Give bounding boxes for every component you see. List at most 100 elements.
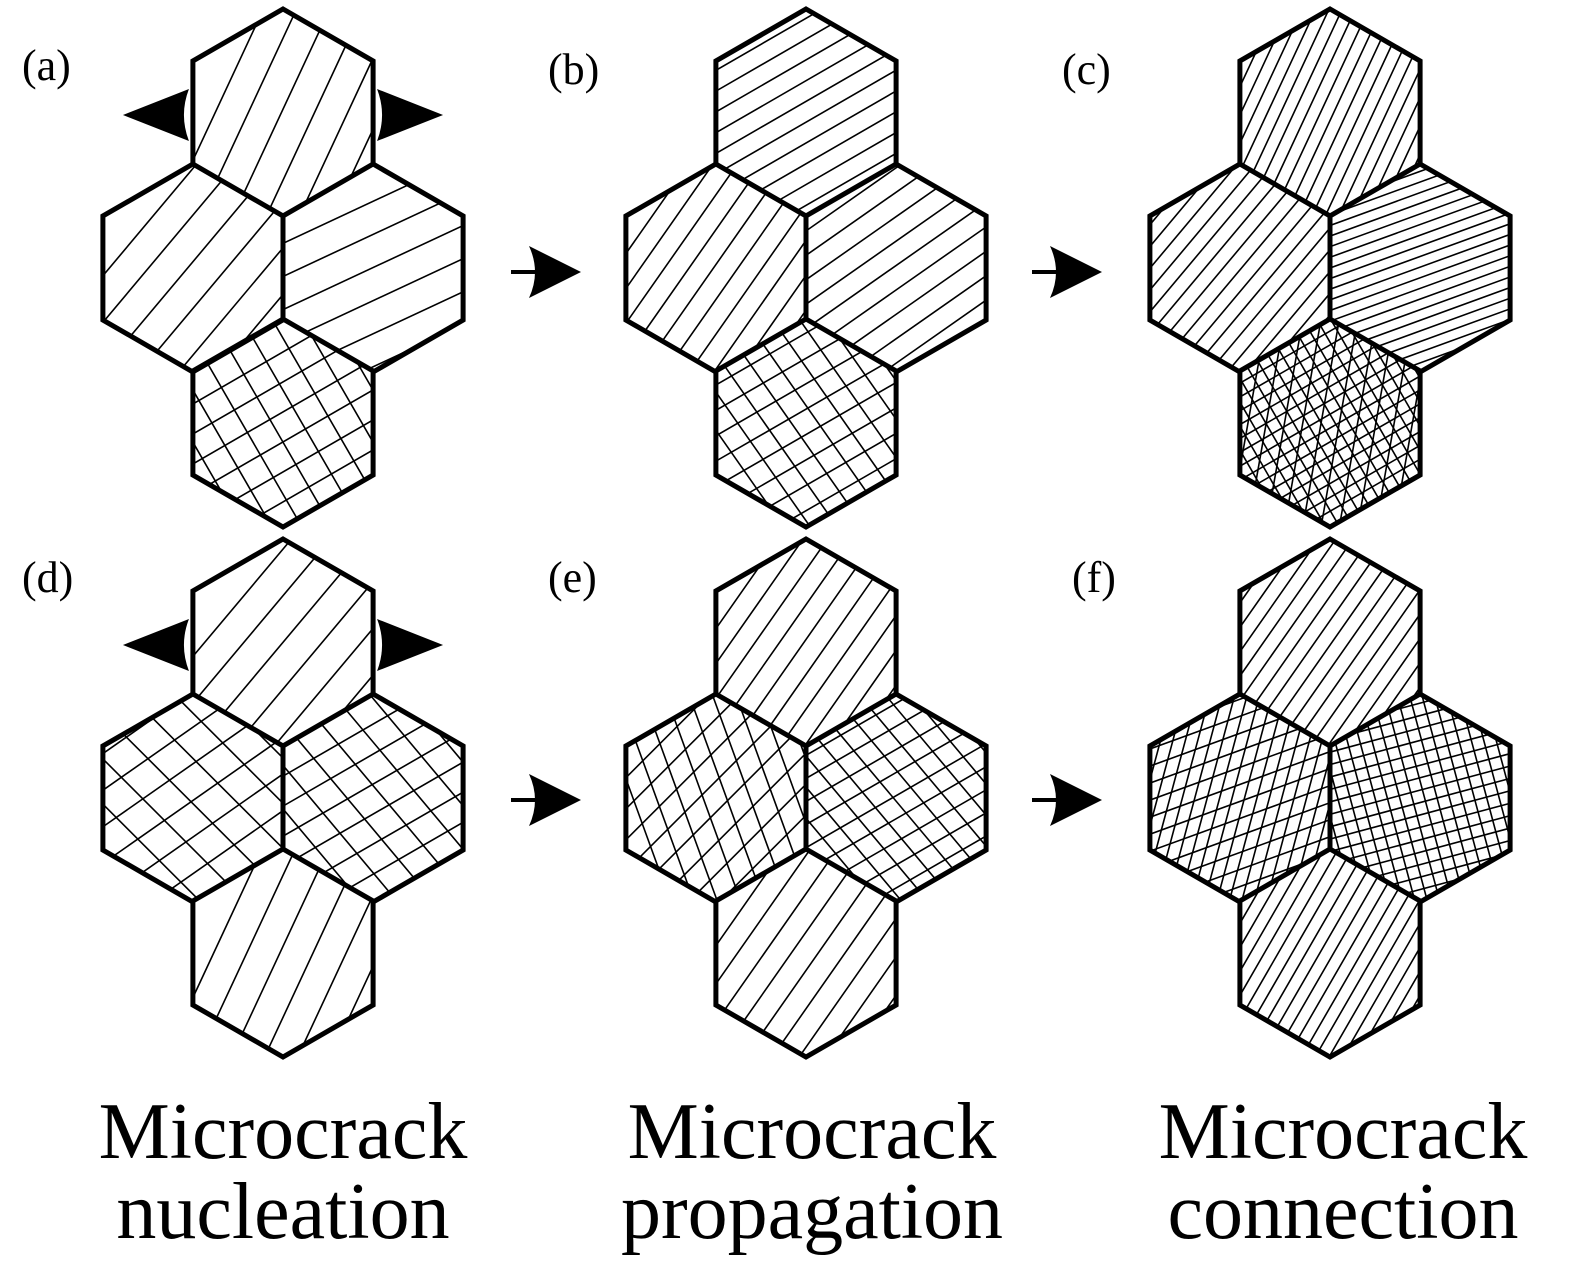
crack-line [806,715,987,842]
load-wedge-right-icon [377,89,444,141]
crack-line [199,849,307,1053]
crack-line [192,351,374,478]
crack-line [1159,172,1322,365]
crack-line [1170,181,1330,372]
crack-line [201,546,364,739]
crack-line [102,702,280,848]
grain-bottom [1237,846,1423,1060]
crack-line [732,539,877,745]
crack-line [1149,757,1330,845]
crack-line [1199,694,1266,902]
crack-line [759,868,897,1057]
grain-fill [283,694,464,902]
crack-line [1239,9,1322,198]
crack-line [1270,549,1415,747]
crack-line [1327,589,1421,747]
crack-line [1290,858,1417,1057]
crack-line [254,851,362,1057]
crack-line [806,694,964,791]
panel-e [623,536,989,1060]
crack-line [1330,233,1511,321]
crack-line [1149,742,1330,830]
crack-line [1239,354,1325,527]
panel-a [100,6,466,530]
crack-line [806,715,961,902]
crack-line [1222,694,1289,902]
crack-line [838,259,987,372]
panel-f [1147,536,1513,1060]
grain-top [190,536,376,750]
crack-line [228,9,336,217]
crack-line [200,9,308,214]
crack-line [778,319,897,495]
crack-line [362,694,464,836]
panel-b [623,6,989,530]
grain-left [1147,691,1333,905]
grain-fill [1239,849,1421,1057]
crack-line [1269,849,1396,1057]
crack-line [1248,849,1376,1052]
stage-arrow-icon [1032,246,1102,298]
crack-line [715,539,844,722]
panel-label-d: (d) [22,553,73,602]
crack-line [625,164,754,347]
crack-line [1149,164,1311,356]
grain-boundary [190,316,376,530]
crack-line [828,694,987,883]
grain-fill [715,849,897,1057]
crack-line [1239,360,1314,527]
grain-fill [806,164,987,372]
crack-line [1257,9,1365,217]
panels-layer [100,6,1513,1060]
crack-line [226,849,334,1057]
crack-line [1239,353,1421,480]
crack-line [806,177,987,323]
crack-line [1149,772,1330,860]
grain-boundary [713,846,899,1060]
panel-c [1147,6,1513,530]
crack-line [1332,882,1421,1057]
crack-line [1149,164,1301,347]
crack-line [1391,694,1458,902]
crack-line [1344,31,1421,217]
crack-line [806,210,987,355]
crack-line [1330,214,1511,302]
crack-line [1322,319,1421,500]
crack-line [283,750,396,902]
crack-line [737,119,897,217]
crack-line [681,694,769,902]
crack-line [1239,849,1355,1040]
crack-line [806,194,987,339]
crack-line [1301,11,1409,217]
crack-line [759,319,897,508]
crack-line [715,849,851,1037]
crack-line [735,425,897,527]
crack-line [748,550,893,747]
crack-line [806,754,915,902]
crack-line [283,214,464,322]
caption-nucleation-line2: nucleation [116,1168,449,1256]
crack-line [625,164,721,324]
crack-line [102,757,234,902]
crack-line [1379,694,1446,902]
panel-label-c: (c) [1062,45,1111,94]
crack-line [1213,217,1330,372]
crack-line [813,703,976,896]
crack-line [1330,164,1510,236]
crack-line [1316,319,1362,527]
caption-nucleation-line1: Microcrack [99,1088,468,1176]
crack-line [102,727,284,872]
crack-line [1239,849,1324,1022]
crack-line [1353,319,1421,482]
crack-line [283,747,464,874]
crack-line [1281,557,1421,747]
crack-line [874,694,987,845]
crack-line [1239,849,1334,1028]
crack-line [715,349,897,476]
crack-line [806,164,952,274]
crack-line [177,227,284,372]
crack-line [1330,780,1511,847]
crack-line [661,694,749,902]
crack-line [1330,757,1511,824]
crack-line [723,327,869,527]
